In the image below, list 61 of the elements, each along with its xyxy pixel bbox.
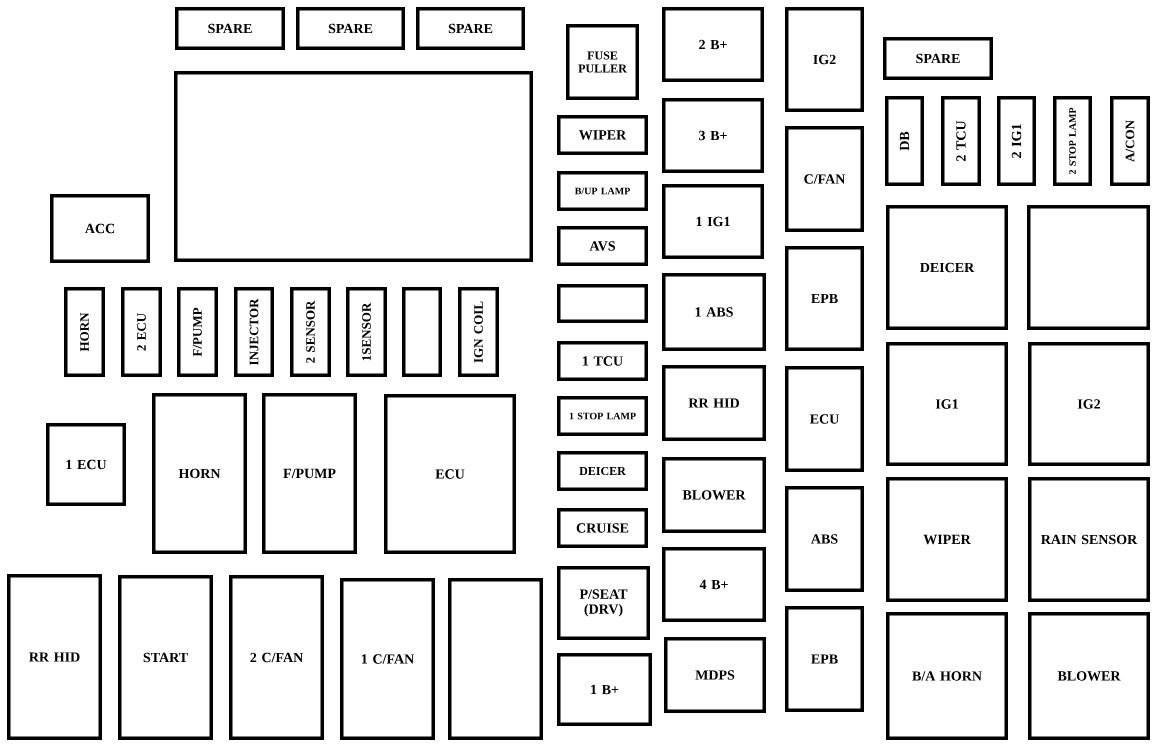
fuse-box: FUSE PULLER <box>566 24 639 100</box>
fuse-box: F/PUMP <box>262 393 357 554</box>
fuse-box: 3 B+ <box>662 98 764 173</box>
fuse-box: HORN <box>64 287 105 377</box>
fuse-box: RR HID <box>7 574 102 740</box>
fuse-box: EPB <box>785 606 864 712</box>
fuse-box: 1 C/FAN <box>340 578 435 740</box>
fuse-box: B/A HORN <box>886 612 1008 740</box>
fuse-box: 1 B+ <box>557 653 652 726</box>
fuse-box: 1 TCU <box>557 341 648 381</box>
fuse-box: DEICER <box>886 205 1008 330</box>
fuse-box: 1 ECU <box>46 423 126 506</box>
fuse-box: IG1 <box>886 342 1008 466</box>
fuse-box: SPARE <box>416 7 525 50</box>
empty-fuse-slot <box>557 284 648 323</box>
fuse-box: F/PUMP <box>177 287 218 377</box>
fuse-box: BLOWER <box>662 457 766 533</box>
empty-fuse-slot <box>402 287 442 377</box>
fuse-box: HORN <box>152 393 247 554</box>
fuse-box: P/SEAT (DRV) <box>557 566 650 640</box>
fuse-box: CRUISE <box>557 508 648 548</box>
fuse-box: IG2 <box>785 7 864 112</box>
fuse-box: IGN COIL <box>458 287 499 377</box>
fuse-box: IG2 <box>1028 342 1150 466</box>
fuse-box: MDPS <box>664 637 766 713</box>
fuse-box: RAIN SENSOR <box>1028 477 1150 602</box>
fuse-box: 2 ECU <box>121 287 162 377</box>
fuse-box: ECU <box>384 394 516 554</box>
fuse-box: 1SENSOR <box>346 287 387 377</box>
fuse-box: WIPER <box>886 477 1008 602</box>
fuse-box: 2 C/FAN <box>229 575 324 740</box>
fuse-box: SPARE <box>883 37 993 80</box>
fuse-box: SPARE <box>296 7 405 50</box>
fuse-box: 4 B+ <box>662 547 766 622</box>
fuse-box: 1 STOP LAMP <box>557 396 648 436</box>
fuse-box: A/CON <box>1110 96 1150 186</box>
fuse-box: 2 SENSOR <box>290 287 331 377</box>
fuse-box: INJECTOR <box>234 287 274 377</box>
fuse-box: WIPER <box>557 115 648 155</box>
fuse-box: ABS <box>785 486 864 592</box>
fuse-box: C/FAN <box>785 126 864 232</box>
fuse-box: B/UP LAMP <box>557 171 648 211</box>
fuse-box: 2 IG1 <box>997 96 1036 186</box>
fuse-box: AVS <box>557 226 648 266</box>
fuse-box: SPARE <box>175 7 285 50</box>
empty-fuse-slot <box>1027 205 1150 330</box>
fuse-box: EPB <box>785 246 864 351</box>
fuse-box: ECU <box>785 366 864 472</box>
empty-fuse-slot <box>448 578 543 740</box>
fuse-box: 2 STOP LAMP <box>1053 96 1092 186</box>
fuse-box: RR HID <box>662 365 766 441</box>
fuse-box: BLOWER <box>1028 612 1150 740</box>
empty-fuse-slot <box>174 71 533 262</box>
fuse-box: 2 TCU <box>941 96 981 186</box>
fuse-box: DEICER <box>557 451 648 491</box>
fuse-box: 1 ABS <box>662 273 766 351</box>
fuse-box: START <box>118 575 213 740</box>
fuse-box: 1 IG1 <box>662 184 764 259</box>
fuse-box: ACC <box>50 194 150 263</box>
fuse-box: 2 B+ <box>662 7 764 82</box>
fuse-box: DB <box>885 96 924 186</box>
